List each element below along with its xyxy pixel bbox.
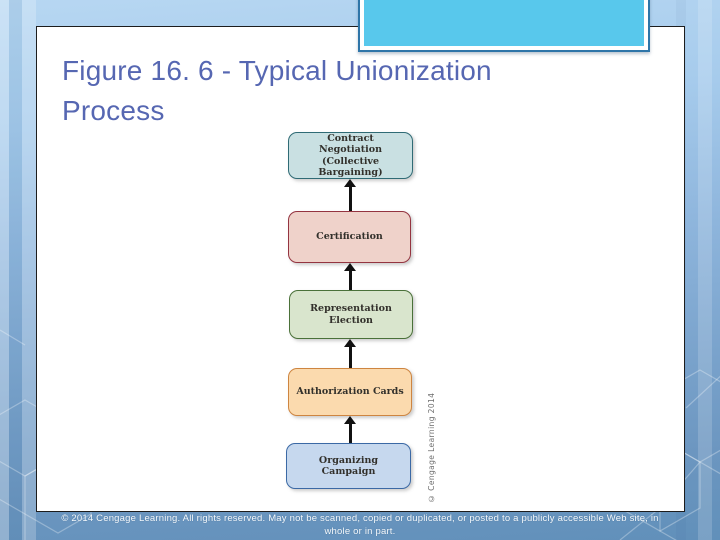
arrow-stem xyxy=(348,185,352,211)
up-arrow-icon xyxy=(344,179,356,211)
copyright-line-2: whole or in part. xyxy=(324,525,396,537)
flow-box-label: Organizing Campaign xyxy=(318,454,379,478)
flow-box-label: Certification xyxy=(316,231,383,243)
flow-box-label: Representation Election xyxy=(310,303,392,326)
arrow-stem xyxy=(348,269,352,290)
background-stripe xyxy=(22,0,36,540)
arrow-stem xyxy=(348,422,352,443)
background-stripe xyxy=(9,0,22,540)
slide-canvas: Figure 16. 6 - Typical Unionization Proc… xyxy=(36,26,685,512)
flow-box-authorization-cards: Authorization Cards xyxy=(288,368,412,416)
arrow-stem xyxy=(348,345,352,368)
arrow-head-icon xyxy=(344,416,356,424)
flow-box-organizing-campaign: Organizing Campaign xyxy=(286,443,411,489)
flow-box-representation-election: Representation Election xyxy=(289,290,413,339)
template-accent-banner-fill xyxy=(364,0,644,46)
copyright-line-1: © 2014 Cengage Learning. All rights rese… xyxy=(61,513,659,524)
flow-box-contract-negotiation: Contract Negotiation (Collective Bargain… xyxy=(288,132,413,179)
flow-box-certification: Certification xyxy=(288,211,411,263)
up-arrow-icon xyxy=(344,416,356,443)
arrow-head-icon xyxy=(344,263,356,271)
arrow-head-icon xyxy=(344,339,356,347)
up-arrow-icon xyxy=(344,339,356,368)
template-accent-banner xyxy=(358,0,650,52)
background-stripe xyxy=(698,0,712,540)
flow-box-label: Contract Negotiation (Collective Bargain… xyxy=(318,132,383,179)
copyright-footer: © 2014 Cengage Learning. All rights rese… xyxy=(0,513,720,538)
background-stripe xyxy=(0,0,9,540)
flow-box-label: Authorization Cards xyxy=(296,386,404,398)
page-title: Figure 16. 6 - Typical Unionization Proc… xyxy=(62,55,492,126)
up-arrow-icon xyxy=(344,263,356,290)
arrow-head-icon xyxy=(344,179,356,187)
figure-credit-vertical-text: © Cengage Learning 2014 xyxy=(427,392,436,503)
